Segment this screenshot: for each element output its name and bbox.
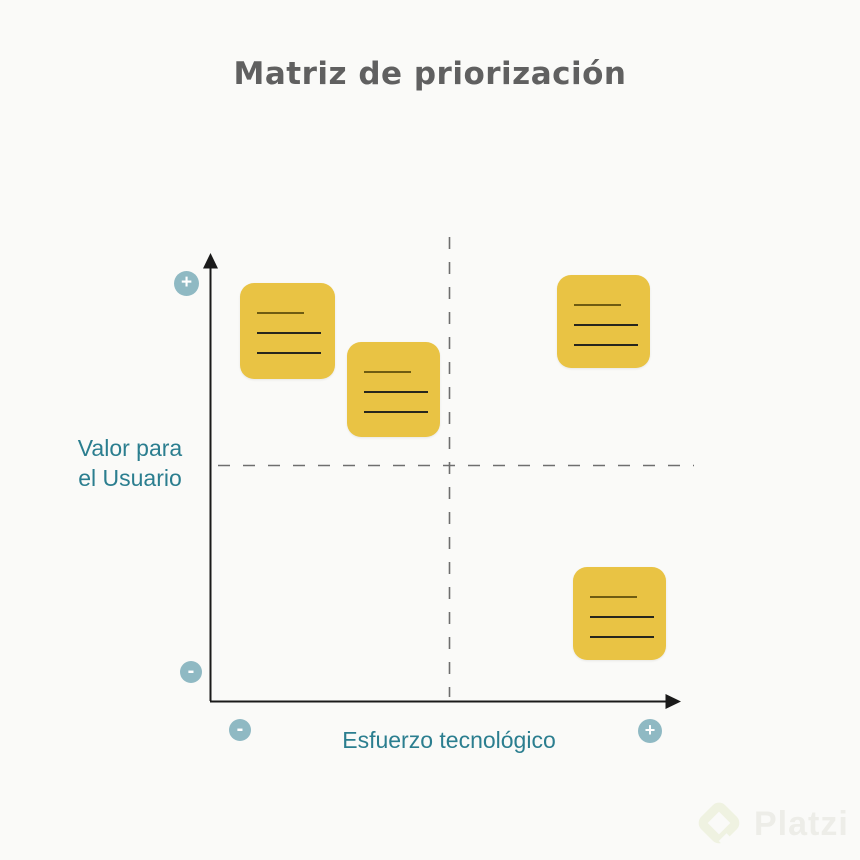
y-axis-arrowhead — [203, 253, 218, 269]
platzi-watermark: Platzi — [694, 798, 856, 860]
note-scribble-line — [364, 371, 411, 373]
note-scribble-line — [364, 391, 428, 393]
y-axis-label: Valor para el Usuario — [35, 433, 225, 493]
note-scribble-line — [574, 324, 638, 326]
note-scribble-line — [257, 332, 321, 334]
y-axis-minus-badge: - — [180, 661, 202, 683]
y-axis-label-line1: Valor para — [77, 435, 183, 461]
note-scribble-line — [590, 636, 654, 638]
platzi-logo-icon-gap — [718, 833, 740, 854]
plus-icon: + — [180, 272, 193, 293]
sticky-note-4 — [573, 567, 666, 660]
note-scribble-line — [257, 352, 321, 354]
minus-icon: - — [236, 718, 244, 740]
x-axis-arrowhead — [665, 694, 681, 709]
plus-icon: + — [644, 720, 656, 740]
y-axis-label-line2: el Usuario — [78, 465, 182, 491]
y-axis-plus-badge: + — [174, 271, 199, 296]
note-scribble-line — [574, 344, 638, 346]
note-scribble-line — [364, 411, 428, 413]
note-scribble-line — [590, 596, 637, 598]
watermark-brand-text: Platzi — [754, 805, 849, 843]
note-scribble-line — [574, 304, 621, 306]
page-title: Matriz de priorización — [233, 56, 627, 92]
x-axis-label: Esfuerzo tecnológico — [342, 727, 556, 753]
minus-icon: - — [187, 660, 195, 682]
x-axis-plus-badge: + — [638, 719, 662, 743]
x-axis-minus-badge: - — [229, 719, 251, 741]
sticky-note-1 — [240, 283, 335, 379]
note-scribble-line — [590, 616, 654, 618]
sticky-note-3 — [557, 275, 650, 368]
note-scribble-line — [257, 312, 304, 314]
sticky-note-2 — [347, 342, 440, 437]
